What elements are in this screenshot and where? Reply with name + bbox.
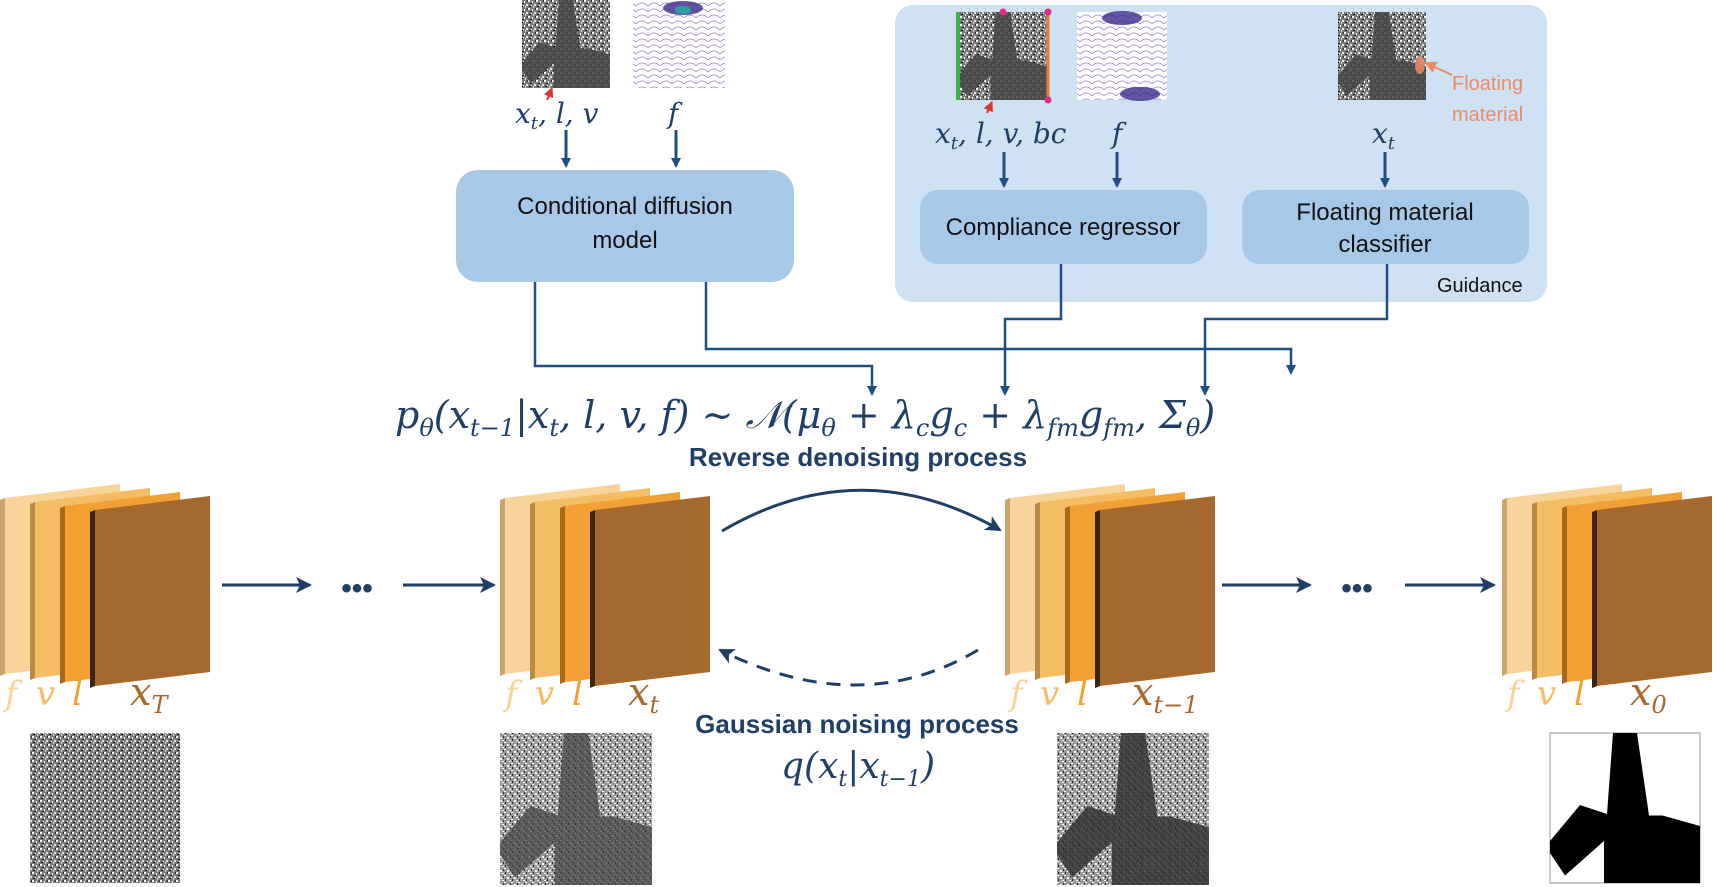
stack-x0 xyxy=(1502,484,1712,688)
forward-formula: q(xt|xt−1) xyxy=(781,746,935,792)
xt-f-label: f xyxy=(502,674,523,714)
forward-label: Gaussian noising process xyxy=(695,709,1019,739)
stack-xt-1 xyxy=(1005,484,1215,688)
xT-f-label: f xyxy=(2,674,23,714)
sigma-connector xyxy=(704,282,1296,375)
guidance-force-field-thumbnail xyxy=(1077,11,1167,101)
noisy-thumbnail-xt-1 xyxy=(1057,733,1209,885)
mu-connector xyxy=(533,282,877,396)
classifier-label-line1: Floating material xyxy=(1296,199,1473,226)
xt1-l-label: l xyxy=(1077,674,1088,714)
xt-l-label: l xyxy=(572,674,583,714)
gc-connector xyxy=(1000,264,1063,396)
reverse-formula: pθ(xt−1|xt, l, v, f) ∼ 𝒩(μθ + λcgc + λfm… xyxy=(395,393,1215,442)
x0-v-label: v xyxy=(1537,674,1556,714)
input-left-label: xt, l, v xyxy=(515,97,599,134)
gfm-connector xyxy=(1200,264,1389,396)
input-force-field-thumbnail xyxy=(633,0,725,88)
reverse-label: Reverse denoising process xyxy=(689,442,1027,472)
clean-thumbnail-x0 xyxy=(1549,732,1701,884)
xT-l-label: l xyxy=(72,674,83,714)
layer-x xyxy=(95,496,210,686)
reverse-curve-arrow xyxy=(721,488,1002,533)
input-right-label: f xyxy=(666,97,683,130)
noise-thumbnail-xT xyxy=(30,733,180,883)
noisy-thumbnail-xt xyxy=(500,733,652,885)
regressor-label: Compliance regressor xyxy=(946,214,1181,241)
compliance-regressor-box xyxy=(920,190,1207,264)
ellipsis-2: ••• xyxy=(1341,572,1373,605)
xt1-f-label: f xyxy=(1007,674,1028,714)
conditional-diffusion-model-box xyxy=(456,170,794,282)
x0-l-label: l xyxy=(1574,674,1585,714)
model-label-line2: model xyxy=(592,227,657,254)
guidance-label: Guidance xyxy=(1437,275,1523,297)
xt-v-label: v xyxy=(535,674,554,714)
classifier-input-thumbnail xyxy=(1338,12,1453,100)
forward-dashed-arrow xyxy=(718,648,979,687)
xT-v-label: v xyxy=(36,674,55,714)
stack-xT xyxy=(0,484,210,688)
model-label-line1: Conditional diffusion xyxy=(517,193,733,220)
floating-note-line1: Floating xyxy=(1452,73,1523,95)
floating-note-line2: material xyxy=(1452,104,1523,126)
stack-xt xyxy=(500,484,710,688)
floating-material-classifier-box xyxy=(1242,190,1529,264)
x0-f-label: f xyxy=(1504,674,1525,714)
guidance-structure-thumbnail xyxy=(956,8,1052,114)
xt1-v-label: v xyxy=(1040,674,1059,714)
classifier-label-line2: classifier xyxy=(1338,231,1431,258)
input-structure-thumbnail xyxy=(522,0,610,101)
ellipsis-1: ••• xyxy=(341,572,373,605)
